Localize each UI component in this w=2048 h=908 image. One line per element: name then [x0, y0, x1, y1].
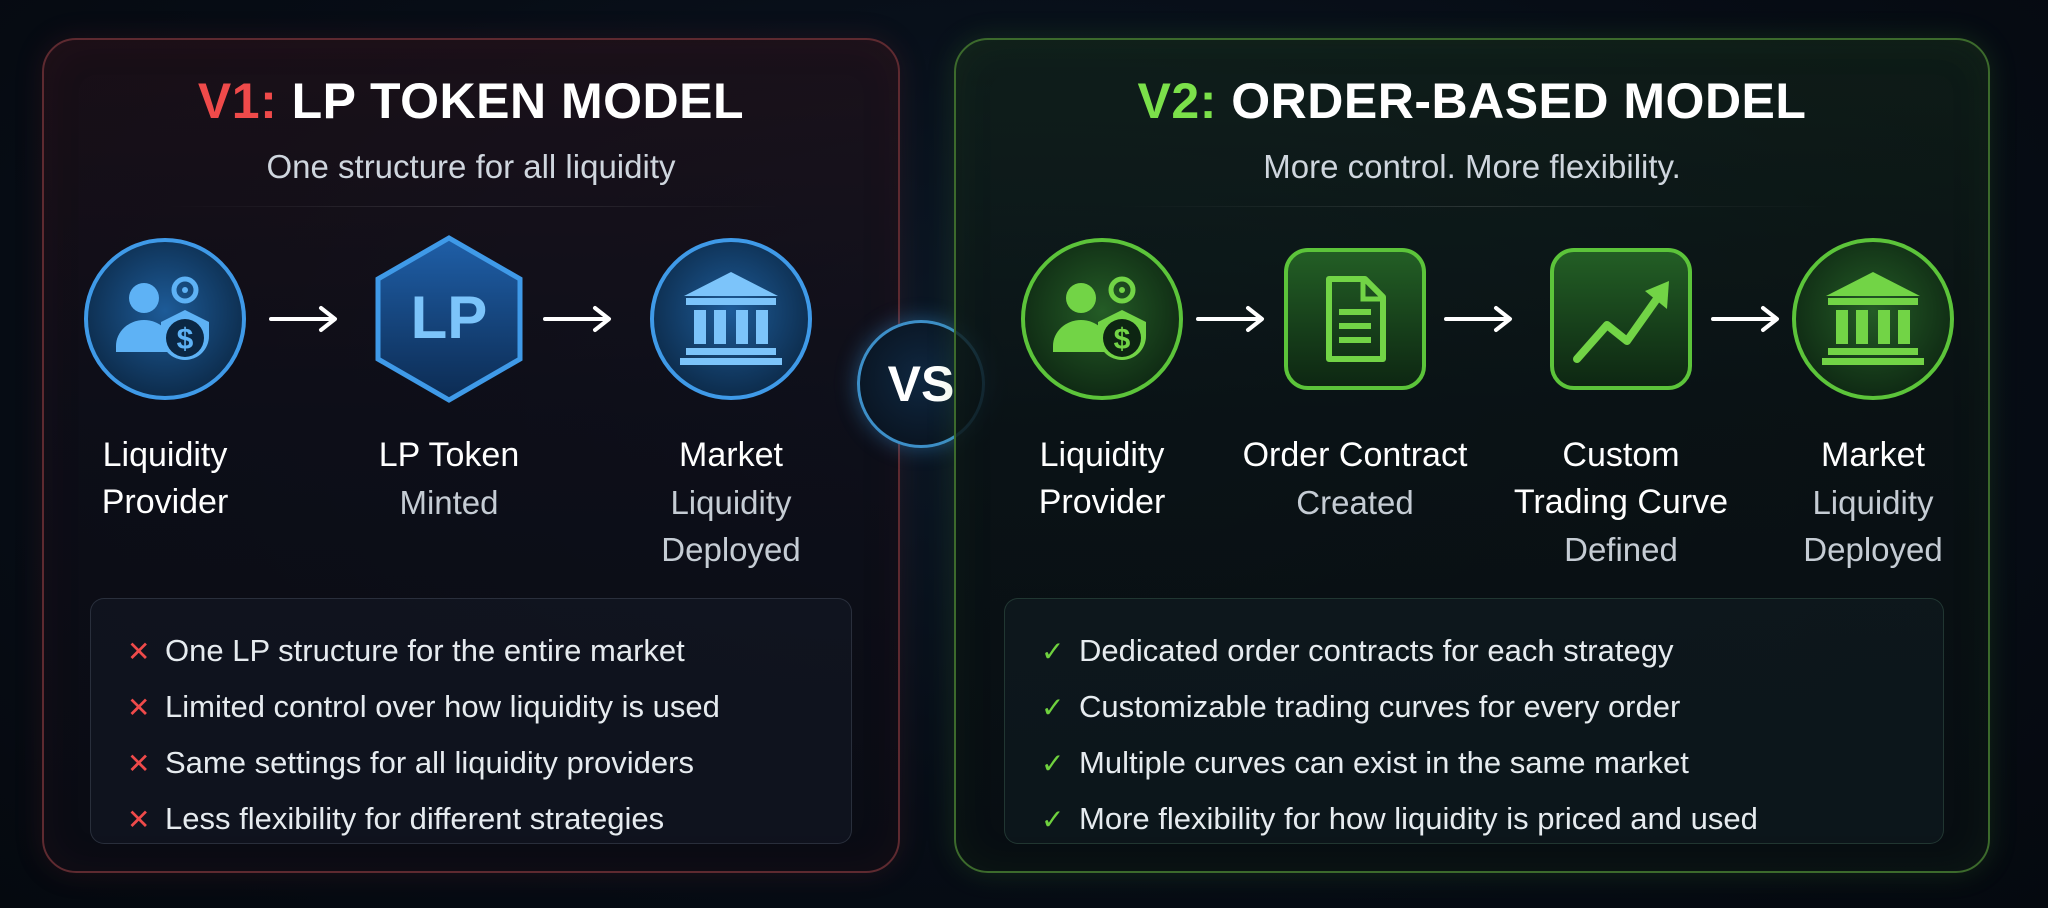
v2-subtitle: More control. More flexibility. — [1263, 148, 1681, 185]
v2-version-label: V2: — [1137, 73, 1217, 129]
v2-panel: V2: ORDER-BASED MODEL More control. More… — [954, 38, 1990, 873]
list-item: ✕ Limited control over how liquidity is … — [127, 689, 720, 724]
checkmark-icon: ✓ — [1041, 691, 1065, 723]
liquidity-provider-icon: $ — [82, 236, 248, 402]
liquidity-provider-icon: $ — [1019, 236, 1185, 402]
v2-benefits-list: ✓ Dedicated order contracts for each str… — [1004, 598, 1944, 844]
v2-step-market: Market Liquidity Deployed — [1803, 436, 1943, 568]
x-mark-icon: ✕ — [127, 747, 151, 779]
v1-panel: V1: LP TOKEN MODEL One structure for all… — [42, 38, 900, 873]
list-item: ✓ Dedicated order contracts for each str… — [1041, 633, 1674, 668]
v2-step-custom-trading-curve: Custom Trading Curve Defined — [1513, 436, 1729, 568]
trend-chart-icon — [1549, 247, 1693, 391]
checkmark-icon: ✓ — [1041, 747, 1065, 779]
v1-step-market: Market Liquidity Deployed — [661, 436, 801, 568]
arrow-icon — [1444, 305, 1514, 333]
list-item: ✓ More flexibility for how liquidity is … — [1041, 801, 1758, 836]
svg-text:$: $ — [177, 323, 194, 356]
checkmark-icon: ✓ — [1041, 635, 1065, 667]
list-item: ✕ Less flexibility for different strateg… — [127, 801, 665, 836]
list-item: ✕ Same settings for all liquidity provid… — [127, 745, 694, 780]
v1-divider — [164, 206, 782, 207]
arrow-icon — [1196, 305, 1266, 333]
v1-version-label: V1: — [197, 73, 278, 129]
lp-icon-text: LP — [411, 284, 488, 351]
v1-title-text: LP TOKEN MODEL — [291, 73, 745, 129]
svg-text:$: $ — [1114, 323, 1131, 356]
document-icon — [1283, 247, 1427, 391]
v2-divider — [1116, 206, 1832, 207]
x-mark-icon: ✕ — [127, 635, 151, 667]
x-mark-icon: ✕ — [127, 691, 151, 723]
v1-subtitle: One structure for all liquidity — [266, 148, 676, 185]
list-item: ✕ One LP structure for the entire market — [127, 633, 685, 668]
bank-icon — [1790, 236, 1956, 402]
lp-token-hexagon-icon: LP — [370, 234, 528, 404]
list-item: ✓ Customizable trading curves for every … — [1041, 689, 1681, 724]
arrow-icon — [543, 305, 613, 333]
bank-icon — [648, 236, 814, 402]
arrow-icon — [1711, 305, 1781, 333]
v2-title: V2: ORDER-BASED MODEL — [956, 72, 1988, 130]
v1-step-liquidity-provider: Liquidity Provider — [101, 436, 229, 521]
v2-step-order-contract: Order Contract Created — [1242, 436, 1468, 521]
v1-drawbacks-list: ✕ One LP structure for the entire market… — [90, 598, 852, 844]
v2-step-liquidity-provider: Liquidity Provider — [1038, 436, 1166, 521]
list-item: ✓ Multiple curves can exist in the same … — [1041, 745, 1689, 780]
v2-title-text: ORDER-BASED MODEL — [1231, 73, 1807, 129]
v1-title: V1: LP TOKEN MODEL — [44, 72, 898, 130]
x-mark-icon: ✕ — [127, 803, 151, 835]
arrow-icon — [269, 305, 339, 333]
v1-step-lp-token: LP Token Minted — [378, 436, 520, 521]
checkmark-icon: ✓ — [1041, 803, 1065, 835]
